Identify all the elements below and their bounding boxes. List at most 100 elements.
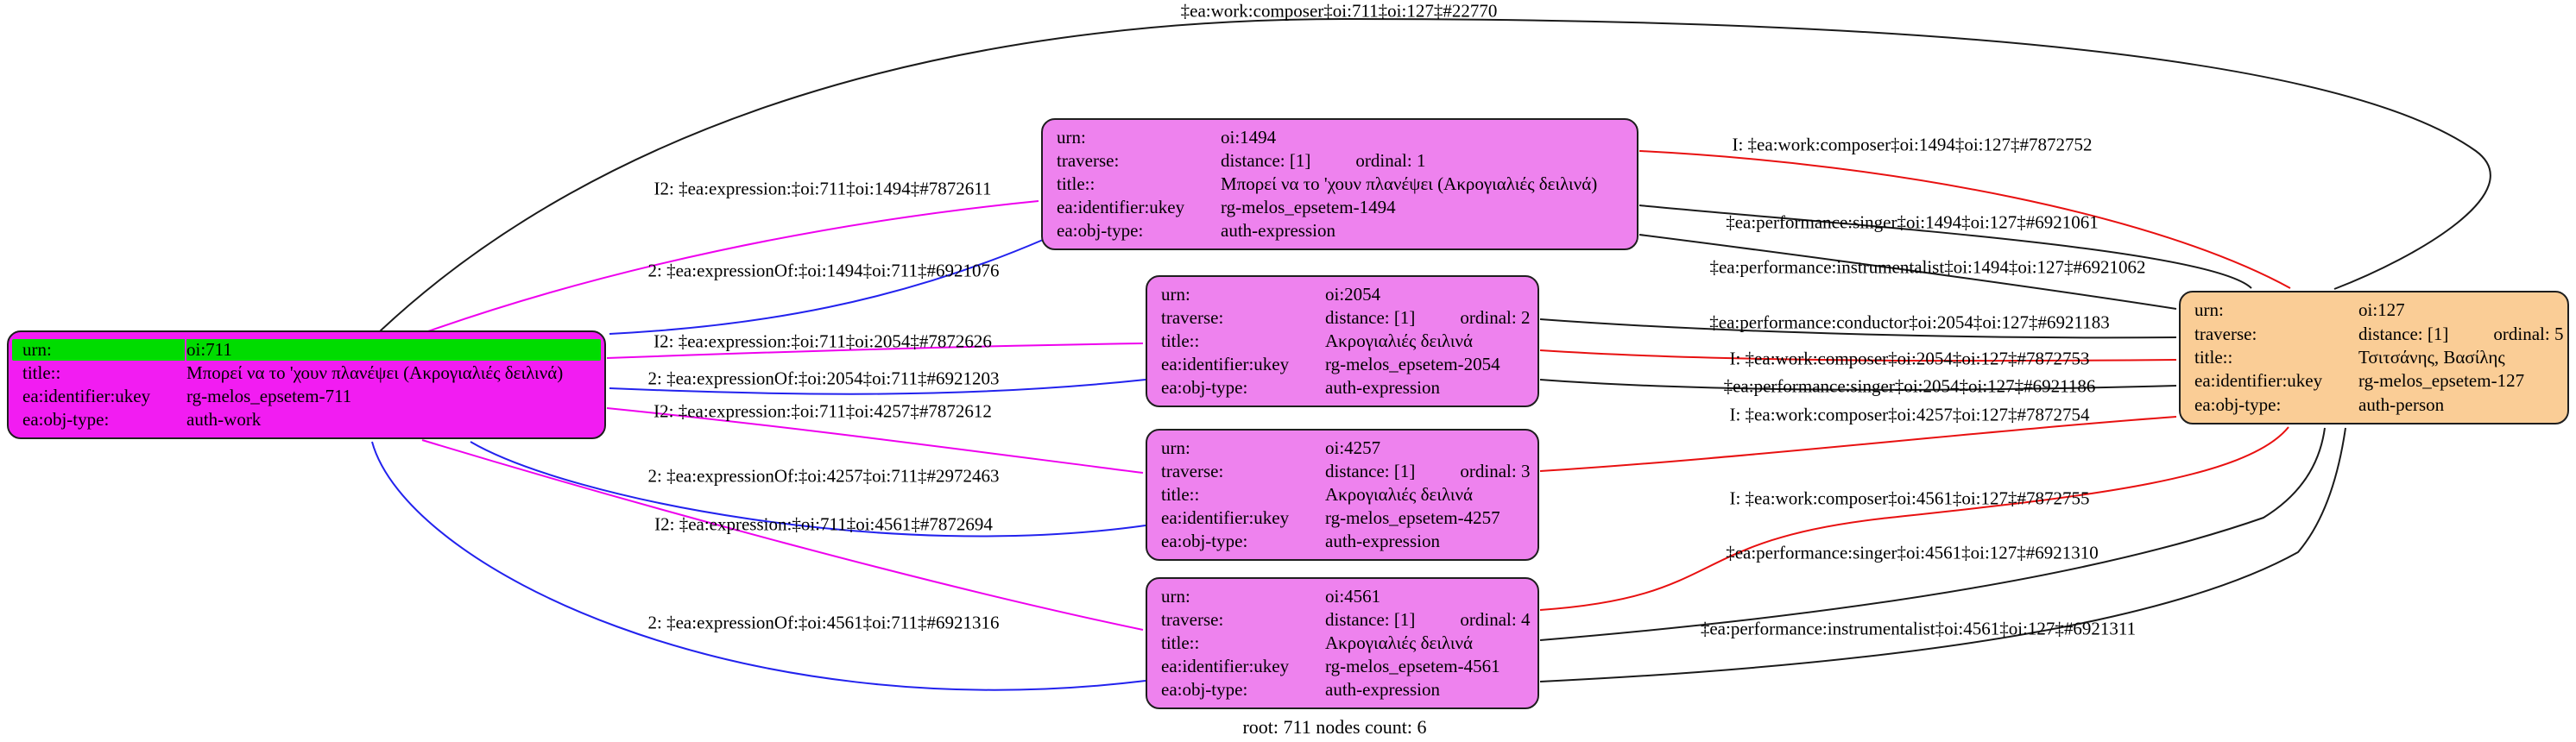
field-traverse-ordinal: ordinal: 5 xyxy=(2493,323,2564,344)
edge-instrumentalist-4561-127 xyxy=(1539,427,2346,682)
edge-composer-4561-127 xyxy=(1539,426,2289,611)
field-urn-key: urn: xyxy=(2194,299,2224,321)
field-title-key: title:: xyxy=(22,362,61,383)
field-traverse-key: traverse: xyxy=(1161,307,1224,328)
edge-expressionOf-4257-711 xyxy=(470,441,1146,538)
field-traverse: traverse: distance: [1] ordinal: 4 xyxy=(1147,609,1537,631)
field-title-value: Ακρογιαλιές δειλινά xyxy=(1325,484,1474,505)
field-title-value: Ακρογιαλιές δειλινά xyxy=(1325,330,1474,351)
field-traverse-key: traverse: xyxy=(1161,609,1224,630)
field-ukey-key: ea:identifier:ukey xyxy=(2194,370,2323,392)
edge-composer-4257-127 xyxy=(1539,416,2177,472)
edge-label-expressionOf-4257-711: 2: ‡ea:expressionOf:‡oi:4257‡oi:711‡#297… xyxy=(647,465,1000,487)
edge-conductor-2054-127 xyxy=(1539,318,2177,339)
field-ukey-key: ea:identifier:ukey xyxy=(1161,656,1290,676)
edge-label-instrumentalist-1494-127: ‡ea:performance:instrumentalist‡oi:1494‡… xyxy=(1709,256,2146,278)
field-urn-value: oi:711 xyxy=(186,339,232,360)
field-ukey: ea:identifier:ukey rg-melos_epsetem-2054 xyxy=(1147,354,1537,375)
field-urn-value: oi:4257 xyxy=(1325,437,1381,458)
field-ukey-key: ea:identifier:ukey xyxy=(1161,354,1290,374)
field-urn: urn: oi:1494 xyxy=(1043,127,1637,148)
field-urn-key: urn: xyxy=(22,339,186,361)
edge-composer-711-127 xyxy=(379,17,2491,332)
node-expression-4561[interactable]: urn: oi:4561 traverse: distance: [1] ord… xyxy=(1146,577,1539,709)
field-ukey-value: rg-melos_epsetem-1494 xyxy=(1221,197,1396,217)
field-objtype: ea:obj-type: auth-person xyxy=(2181,394,2567,416)
field-ukey: ea:identifier:ukey rg-melos_epsetem-4257 xyxy=(1147,507,1537,529)
field-ukey: ea:identifier:ukey rg-melos_epsetem-1494 xyxy=(1043,197,1637,218)
node-expression-1494[interactable]: urn: oi:1494 traverse: distance: [1] ord… xyxy=(1041,118,1638,250)
edge-expression-711-1494 xyxy=(427,200,1039,332)
field-urn-value: oi:2054 xyxy=(1325,284,1381,305)
field-urn: urn: oi:4257 xyxy=(1147,437,1537,459)
field-title: title:: Ακρογιαλιές δειλινά xyxy=(1147,484,1537,506)
edge-label-expression-711-4257: I2: ‡ea:expression:‡oi:711‡oi:4257‡#7872… xyxy=(653,400,992,422)
field-ukey-value: rg-melos_epsetem-711 xyxy=(186,386,352,406)
edge-label-singer-4561-127: ‡ea:performance:singer‡oi:4561‡oi:127‡#6… xyxy=(1726,542,2099,563)
field-ukey: ea:identifier:ukey rg-melos_epsetem-127 xyxy=(2181,370,2567,392)
field-title-key: title:: xyxy=(2194,346,2233,368)
field-traverse-distance: distance: [1] xyxy=(2358,323,2449,344)
field-objtype-key: ea:obj-type: xyxy=(1161,679,1248,700)
field-traverse: traverse: distance: [1] ordinal: 5 xyxy=(2181,324,2567,345)
field-urn-value: oi:1494 xyxy=(1221,127,1277,148)
field-objtype: ea:obj-type: auth-expression xyxy=(1147,531,1537,552)
edge-expressionOf-1494-711 xyxy=(609,239,1044,335)
edge-label-composer-4257-127: I: ‡ea:work:composer‡oi:4257‡oi:127‡#787… xyxy=(1729,404,2090,425)
field-title: title:: Ακρογιαλιές δειλινά xyxy=(1147,330,1537,352)
node-expression-4257[interactable]: urn: oi:4257 traverse: distance: [1] ord… xyxy=(1146,429,1539,561)
edge-label-composer-4561-127: I: ‡ea:work:composer‡oi:4561‡oi:127‡#787… xyxy=(1729,487,2090,509)
field-ukey-value: rg-melos_epsetem-4561 xyxy=(1325,656,1500,676)
field-ukey-key: ea:identifier:ukey xyxy=(1057,197,1185,217)
field-objtype-value: auth-person xyxy=(2358,393,2445,415)
node-expression-2054[interactable]: urn: oi:2054 traverse: distance: [1] ord… xyxy=(1146,275,1539,407)
edge-label-expressionOf-2054-711: 2: ‡ea:expressionOf:‡oi:2054‡oi:711‡#692… xyxy=(647,368,1000,389)
node-person-127[interactable]: urn: oi:127 traverse: distance: [1] ordi… xyxy=(2179,291,2569,424)
field-objtype-value: auth-expression xyxy=(1325,531,1440,551)
field-ukey-value: rg-melos_epsetem-4257 xyxy=(1325,507,1500,528)
field-urn: urn: oi:711 xyxy=(12,339,601,361)
edge-singer-4561-127 xyxy=(1539,427,2326,641)
field-title-value: Ακρογιαλιές δειλινά xyxy=(1325,632,1474,653)
field-objtype-value: auth-expression xyxy=(1221,220,1335,241)
field-urn: urn: oi:127 xyxy=(2181,299,2567,321)
edge-expressionOf-2054-711 xyxy=(609,379,1146,395)
field-ukey-key: ea:identifier:ukey xyxy=(22,386,151,406)
field-traverse-distance: distance: [1] xyxy=(1221,150,1311,171)
edge-composer-1494-127 xyxy=(1638,150,2291,289)
field-traverse: traverse: distance: [1] ordinal: 1 xyxy=(1043,150,1637,172)
edge-instrumentalist-1494-127 xyxy=(1638,234,2177,310)
field-urn-key: urn: xyxy=(1161,284,1190,305)
field-title-value: Μπορεί να το 'χουν πλανέψει (Ακρογιαλιές… xyxy=(186,362,564,383)
field-traverse-ordinal: ordinal: 1 xyxy=(1355,150,1426,171)
field-traverse-distance: distance: [1] xyxy=(1325,461,1416,481)
field-title-key: title:: xyxy=(1161,330,1200,351)
field-title-key: title:: xyxy=(1161,632,1200,653)
field-ukey-value: rg-melos_epsetem-2054 xyxy=(1325,354,1500,374)
field-objtype-value: auth-work xyxy=(186,409,262,430)
field-objtype-key: ea:obj-type: xyxy=(1161,531,1248,551)
field-objtype: ea:obj-type: auth-expression xyxy=(1147,679,1537,701)
edge-label-singer-1494-127: ‡ea:performance:singer‡oi:1494‡oi:127‡#6… xyxy=(1726,211,2099,233)
field-traverse: traverse: distance: [1] ordinal: 3 xyxy=(1147,461,1537,482)
field-urn-key: urn: xyxy=(1057,127,1086,148)
field-traverse-ordinal: ordinal: 2 xyxy=(1460,307,1531,328)
field-title: title:: Μπορεί να το 'χουν πλανέψει (Ακρ… xyxy=(9,362,604,384)
node-work-711[interactable]: urn: oi:711 title:: Μπορεί να το 'χουν π… xyxy=(7,330,606,439)
graph-caption: root: 711 nodes count: 6 xyxy=(1242,716,1427,738)
field-objtype-value: auth-expression xyxy=(1325,377,1440,398)
field-urn-key: urn: xyxy=(1161,586,1190,607)
field-urn-value: oi:4561 xyxy=(1325,586,1381,607)
edge-label-instrumentalist-4561-127: ‡ea:performance:instrumentalist‡oi:4561‡… xyxy=(1700,618,2137,639)
field-ukey: ea:identifier:ukey rg-melos_epsetem-4561 xyxy=(1147,656,1537,677)
field-traverse-ordinal: ordinal: 3 xyxy=(1460,461,1531,481)
edge-label-expression-711-2054: I2: ‡ea:expression:‡oi:711‡oi:2054‡#7872… xyxy=(653,330,992,352)
field-traverse-distance: distance: [1] xyxy=(1325,307,1416,328)
field-title: title:: Ακρογιαλιές δειλινά xyxy=(1147,632,1537,654)
field-objtype: ea:obj-type: auth-work xyxy=(9,409,604,431)
edge-expression-711-2054 xyxy=(606,343,1144,359)
field-ukey: ea:identifier:ukey rg-melos_epsetem-711 xyxy=(9,386,604,407)
field-title: title:: Τσιτσάνης, Βασίλης xyxy=(2181,347,2567,368)
field-objtype-key: ea:obj-type: xyxy=(1057,220,1144,241)
